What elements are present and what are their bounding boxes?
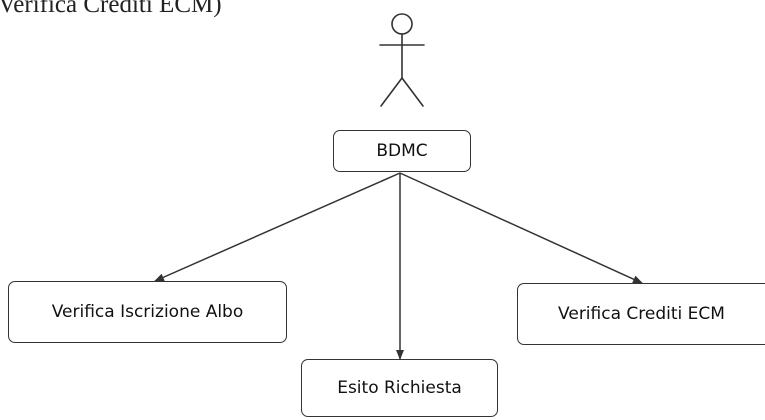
edge-bdmc-to-ecm xyxy=(399,172,643,284)
node-esito-label: Esito Richiesta xyxy=(337,378,462,398)
actor-icon xyxy=(379,13,425,107)
node-bdmc: BDMC xyxy=(333,130,471,172)
edge-bdmc-to-albo xyxy=(154,172,401,282)
node-esito-richiesta: Esito Richiesta xyxy=(301,359,498,417)
node-verifica-iscrizione-albo: Verifica Iscrizione Albo xyxy=(8,281,287,343)
node-verifica-crediti-ecm: Verifica Crediti ECM xyxy=(517,283,765,345)
node-ecm-label: Verifica Crediti ECM xyxy=(558,304,725,324)
node-bdmc-label: BDMC xyxy=(376,141,428,161)
node-albo-label: Verifica Iscrizione Albo xyxy=(51,302,244,322)
section-heading: Verifica Crediti ECM) xyxy=(0,0,222,18)
